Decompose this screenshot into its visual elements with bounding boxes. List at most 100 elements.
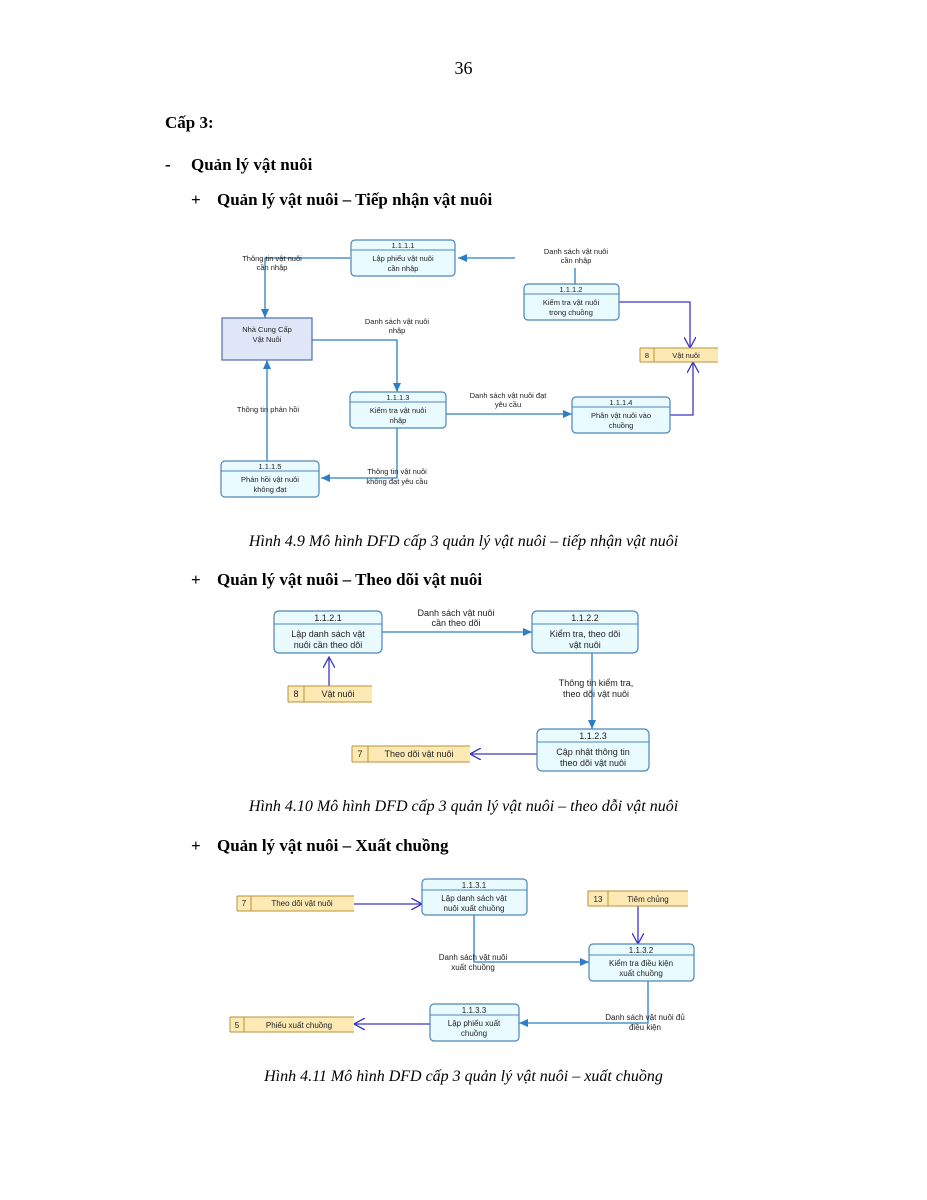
process-1.1.3.3: 1.1.3.3 Lập phiếu xuất chuồng (429, 1003, 520, 1042)
process-id: 1.1.1.5 (259, 462, 282, 471)
process-1.1.1.5: 1.1.1.5 Phản hồi vật nuôi không đạt (220, 460, 320, 498)
process-label: Lập danh sách vật (441, 894, 507, 903)
process-label: nuôi xuất chuồng (444, 904, 505, 913)
diagram2-heading-text: Quản lý vật nuôi – Theo dõi vật nuôi (217, 570, 483, 589)
process-label: Kiểm tra vật nuôi (543, 298, 600, 307)
flow-line (261, 257, 350, 318)
process-label: nuôi cần theo dõi (294, 640, 363, 650)
process-1.1.1.3: 1.1.1.3 Kiểm tra vật nuôi nhập (349, 391, 447, 429)
process-id: 1.1.3.3 (462, 1006, 487, 1015)
level-heading: Cấp 3: (165, 113, 214, 132)
flow-label: không đạt yêu cầu (366, 477, 427, 486)
sub-bullet: + (191, 190, 201, 209)
process-1.1.2.2: 1.1.2.2 Kiểm tra, theo dõi vật nuôi (531, 610, 639, 654)
section-heading: - Quản lý vật nuôi (165, 155, 312, 175)
process-1.1.2.1: 1.1.2.1 Lập danh sách vật nuôi cần theo … (273, 610, 383, 654)
store-number: 7 (357, 749, 362, 759)
process-id: 1.1.3.2 (629, 946, 654, 955)
process-label: Phản hồi vật nuôi (241, 475, 299, 484)
store-number: 7 (242, 899, 247, 908)
data-store: 7 Theo dõi vật nuôi (351, 745, 470, 763)
store-name: Tiêm chủng (627, 895, 669, 904)
diagram1: 1.1.1.1 Lập phiếu vật nuôi cần nhập 1.1.… (220, 239, 718, 498)
process-label: chuồng (609, 421, 634, 430)
process-label: Lập danh sách vật (291, 629, 365, 639)
diagram1-heading-text: Quản lý vật nuôi – Tiếp nhận vật nuôi (217, 190, 493, 209)
process-1.1.1.4: 1.1.1.4 Phân vật nuôi vào chuồng (571, 396, 671, 434)
store-name: Phiếu xuất chuồng (266, 1021, 332, 1030)
store-number: 8 (645, 351, 649, 360)
process-1.1.3.2: 1.1.3.2 Kiểm tra điều kiện xuất chuồng (588, 943, 695, 982)
diagram1-heading: + Quản lý vật nuôi – Tiếp nhận vật nuôi (191, 190, 492, 210)
process-label: xuất chuồng (619, 969, 663, 978)
diagram1-caption: Hình 4.9 Mô hình DFD cấp 3 quản lý vật n… (248, 533, 679, 550)
store-name: Vật nuôi (321, 689, 354, 699)
flow-label: điều kiện (629, 1023, 661, 1032)
data-store: 8 Vật nuôi (639, 347, 718, 363)
flow-label: Danh sách vật nuôi đủ (605, 1013, 685, 1022)
flow-line (321, 428, 398, 482)
flow-line (670, 362, 693, 416)
diagram2-heading: + Quản lý vật nuôi – Theo dõi vật nuôi (191, 570, 482, 590)
section-bullet: - (165, 155, 171, 174)
flow-line (312, 339, 401, 392)
process-id: 1.1.2.1 (314, 613, 342, 623)
flow-label: Thông tin kiểm tra, (559, 678, 634, 688)
process-1.1.3.1: 1.1.3.1 Lập danh sách vật nuôi xuất chuồ… (421, 878, 528, 916)
diagram3-heading: + Quản lý vật nuôi – Xuất chuồng (191, 836, 448, 856)
process-label: nhập (390, 416, 407, 425)
process-label: Cập nhật thông tin (556, 747, 630, 757)
process-id: 1.1.1.2 (560, 285, 583, 294)
sub-bullet: + (191, 836, 201, 855)
process-label: Lập phiếu xuất (448, 1019, 501, 1028)
process-label: Phân vật nuôi vào (591, 411, 651, 420)
data-store: 8 Vật nuôi (287, 685, 372, 703)
flow-label: cần nhập (561, 256, 592, 265)
process-label: theo dõi vật nuôi (560, 758, 626, 768)
store-name: Theo dõi vật nuôi (271, 899, 333, 908)
flow-label: xuất chuồng (451, 963, 495, 972)
process-label: Kiểm tra, theo dõi (550, 629, 621, 639)
diagram2: 1.1.2.1 Lập danh sách vật nuôi cần theo … (273, 608, 650, 772)
store-name: Vật nuôi (672, 351, 700, 360)
flow-label: Danh sách vật nuôi đạt (470, 391, 548, 400)
process-label: Kiểm tra vật nuôi (370, 406, 427, 415)
flow-label: theo dõi vật nuôi (563, 689, 629, 699)
diagram2-caption: Hình 4.10 Mô hình DFD cấp 3 quản lý vật … (248, 798, 679, 815)
flow-label: Thông tin vật nuôi (367, 467, 427, 476)
flow-label: Thông tin vật nuôi (242, 254, 302, 263)
store-number: 5 (235, 1021, 240, 1030)
process-1.1.1.1: 1.1.1.1 Lập phiếu vật nuôi cần nhập (350, 239, 456, 277)
data-store: 5 Phiếu xuất chuồng (229, 1016, 354, 1033)
store-number: 13 (594, 895, 603, 904)
process-id: 1.1.1.4 (610, 398, 633, 407)
process-id: 1.1.1.1 (392, 241, 415, 250)
diagram3: 1.1.3.1 Lập danh sách vật nuôi xuất chuồ… (229, 878, 695, 1042)
flow-label: Danh sách vật nuôi (439, 953, 508, 962)
entity-label: Vật Nuôi (253, 335, 282, 344)
sub-bullet: + (191, 570, 201, 589)
flow-label: Danh sách vật nuôi (365, 317, 430, 326)
flow-label: Danh sách vật nuôi (544, 247, 609, 256)
entity-label: Nhà Cung Cấp (242, 325, 292, 334)
flow-line (473, 915, 589, 966)
flow-label: nhập (389, 326, 406, 335)
data-store: 7 Theo dõi vật nuôi (236, 895, 354, 912)
process-label: Kiểm tra điều kiện (609, 959, 673, 968)
process-label: chuồng (461, 1029, 487, 1038)
flow-line (619, 301, 690, 348)
process-1.1.2.3: 1.1.2.3 Cập nhật thông tin theo dõi vật … (536, 728, 650, 772)
process-label: trong chuồng (549, 308, 593, 317)
diagram3-heading-text: Quản lý vật nuôi – Xuất chuồng (217, 836, 449, 855)
process-id: 1.1.3.1 (462, 881, 487, 890)
process-label: cần nhập (388, 264, 419, 273)
section-heading-text: Quản lý vật nuôi (191, 155, 313, 174)
flow-label: cần theo dõi (431, 618, 480, 628)
flow-label: Thông tin phản hồi (237, 405, 299, 414)
data-store: 13 Tiêm chủng (587, 890, 688, 907)
flow-label: yêu cầu (495, 400, 521, 409)
flow-label: Danh sách vật nuôi (417, 608, 494, 618)
process-id: 1.1.2.2 (571, 613, 599, 623)
